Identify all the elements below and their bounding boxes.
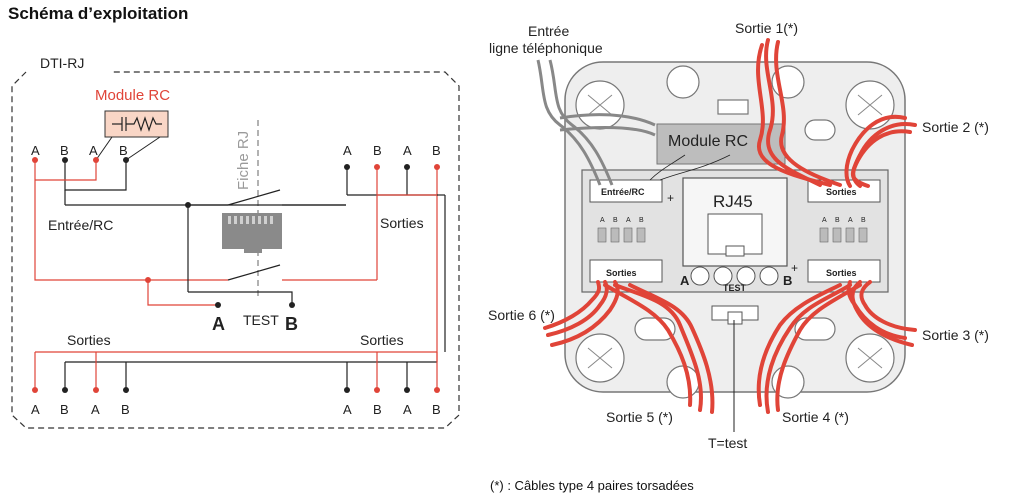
plus-left: + xyxy=(667,191,674,205)
red-line xyxy=(34,167,438,362)
bottom-left-terminals: A B A B xyxy=(31,387,130,417)
sortie-5-label: Sortie 5 (*) xyxy=(606,409,673,425)
module-rc-text: Module RC xyxy=(668,133,748,150)
tl-term-1: A xyxy=(31,143,40,158)
sorties-block-b: Sorties xyxy=(606,268,637,278)
sorties-block-c: Sorties xyxy=(826,268,857,278)
left-schematic: DTI-RJ Module RC Fiche RJ A B A B xyxy=(11,55,460,429)
top-right-terminals: A B A B xyxy=(343,143,441,170)
pin-left-3: A xyxy=(626,217,631,224)
br-term-1: A xyxy=(343,402,352,417)
sortie-2-label: Sortie 2 (*) xyxy=(922,119,989,135)
test-label: TEST xyxy=(243,312,279,328)
output-cables xyxy=(543,38,917,414)
box-label: DTI-RJ xyxy=(40,55,84,71)
fiche-rj-label: Fiche RJ xyxy=(235,131,252,190)
pin-left-1: A xyxy=(600,217,605,224)
br-term-4: B xyxy=(432,402,441,417)
test-points xyxy=(690,266,779,286)
sortie-6-label: Sortie 6 (*) xyxy=(488,307,555,323)
pin-labels-left: A B A B xyxy=(600,217,644,224)
b-mark: B xyxy=(783,273,792,288)
pin-right-4: B xyxy=(861,217,866,224)
entree-rc-label: Entrée/RC xyxy=(48,217,113,233)
tl-term-4: B xyxy=(119,143,128,158)
rj45-label: RJ45 xyxy=(713,192,753,211)
bottom-right-terminals: A B A B xyxy=(343,387,441,417)
pin-left-4: B xyxy=(639,217,644,224)
top-left-terminals: A B A B xyxy=(31,143,129,178)
pin-right-1: A xyxy=(822,217,827,224)
br-term-3: A xyxy=(403,402,412,417)
bl-term-1: A xyxy=(31,402,40,417)
bl-term-2: B xyxy=(60,402,69,417)
capacitor-resistor-symbol xyxy=(112,116,162,132)
sortie-4-label: Sortie 4 (*) xyxy=(782,409,849,425)
bottom-bus xyxy=(34,194,446,390)
sorties-bottom-left-label: Sorties xyxy=(67,332,111,348)
rj-socket-icon xyxy=(222,213,282,253)
tl-term-2: B xyxy=(60,143,69,158)
dti-enclosure xyxy=(11,71,460,429)
tr-term-1: A xyxy=(343,143,352,158)
pin-labels-right: A B A B xyxy=(822,217,866,224)
sorties-bottom-right-label: Sorties xyxy=(360,332,404,348)
tr-term-3: A xyxy=(403,143,412,158)
tr-term-4: B xyxy=(432,143,441,158)
pin-right-3: A xyxy=(848,217,853,224)
plus-right: + xyxy=(791,261,798,275)
sorties-right-label: Sorties xyxy=(380,215,424,231)
footnote: (*) : Câbles type 4 paires torsadées xyxy=(490,478,694,493)
sorties-block-a: Sorties xyxy=(826,187,857,197)
test-text: TEST xyxy=(723,283,747,293)
t-test-label: T=test xyxy=(708,435,747,451)
terminal-b-label: B xyxy=(285,314,298,334)
sortie-3-label: Sortie 3 (*) xyxy=(922,327,989,343)
module-rc-label: Module RC xyxy=(95,87,170,104)
device-illustration: Module RC Entrée/RC Sorties Sorties Sort… xyxy=(488,20,989,451)
br-term-2: B xyxy=(373,402,382,417)
pin-left-2: B xyxy=(613,217,618,224)
tr-term-2: B xyxy=(373,143,382,158)
sortie-1-label: Sortie 1(*) xyxy=(735,20,798,36)
terminal-a-label: A xyxy=(212,314,225,334)
pin-right-2: B xyxy=(835,217,840,224)
bl-term-3: A xyxy=(91,402,100,417)
a-mark: A xyxy=(680,273,690,288)
tl-term-3: A xyxy=(89,143,98,158)
entree-line1: Entrée xyxy=(528,23,569,39)
bl-term-4: B xyxy=(121,402,130,417)
page-title: Schéma d’exploitation xyxy=(8,4,189,23)
entree-line2: ligne téléphonique xyxy=(489,40,603,56)
entree-rc-block-label: Entrée/RC xyxy=(601,187,645,197)
input-cable xyxy=(536,59,656,186)
